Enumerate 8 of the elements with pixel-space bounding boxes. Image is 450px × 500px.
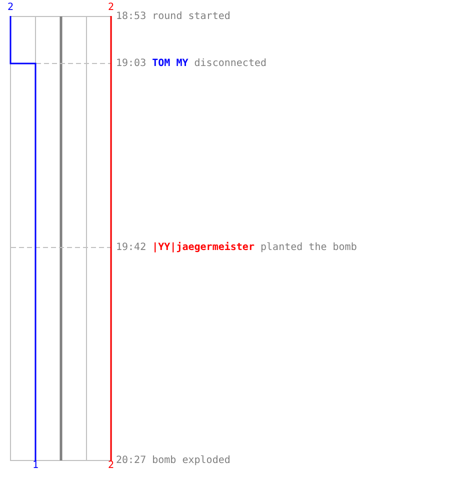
player-count-label: 2: [108, 461, 114, 471]
player-count-label: 2: [108, 3, 114, 13]
event-text: 20:27 bomb exploded: [116, 454, 230, 466]
player-count-label: 2: [7, 3, 14, 13]
player-count-label: 1: [32, 461, 39, 471]
event-text: 18:53 round started: [116, 10, 230, 22]
event-text: 19:03 TOM MY disconnected: [116, 58, 267, 68]
event-text: 19:42 |YY|jaegermeister planted the bomb: [116, 242, 357, 252]
